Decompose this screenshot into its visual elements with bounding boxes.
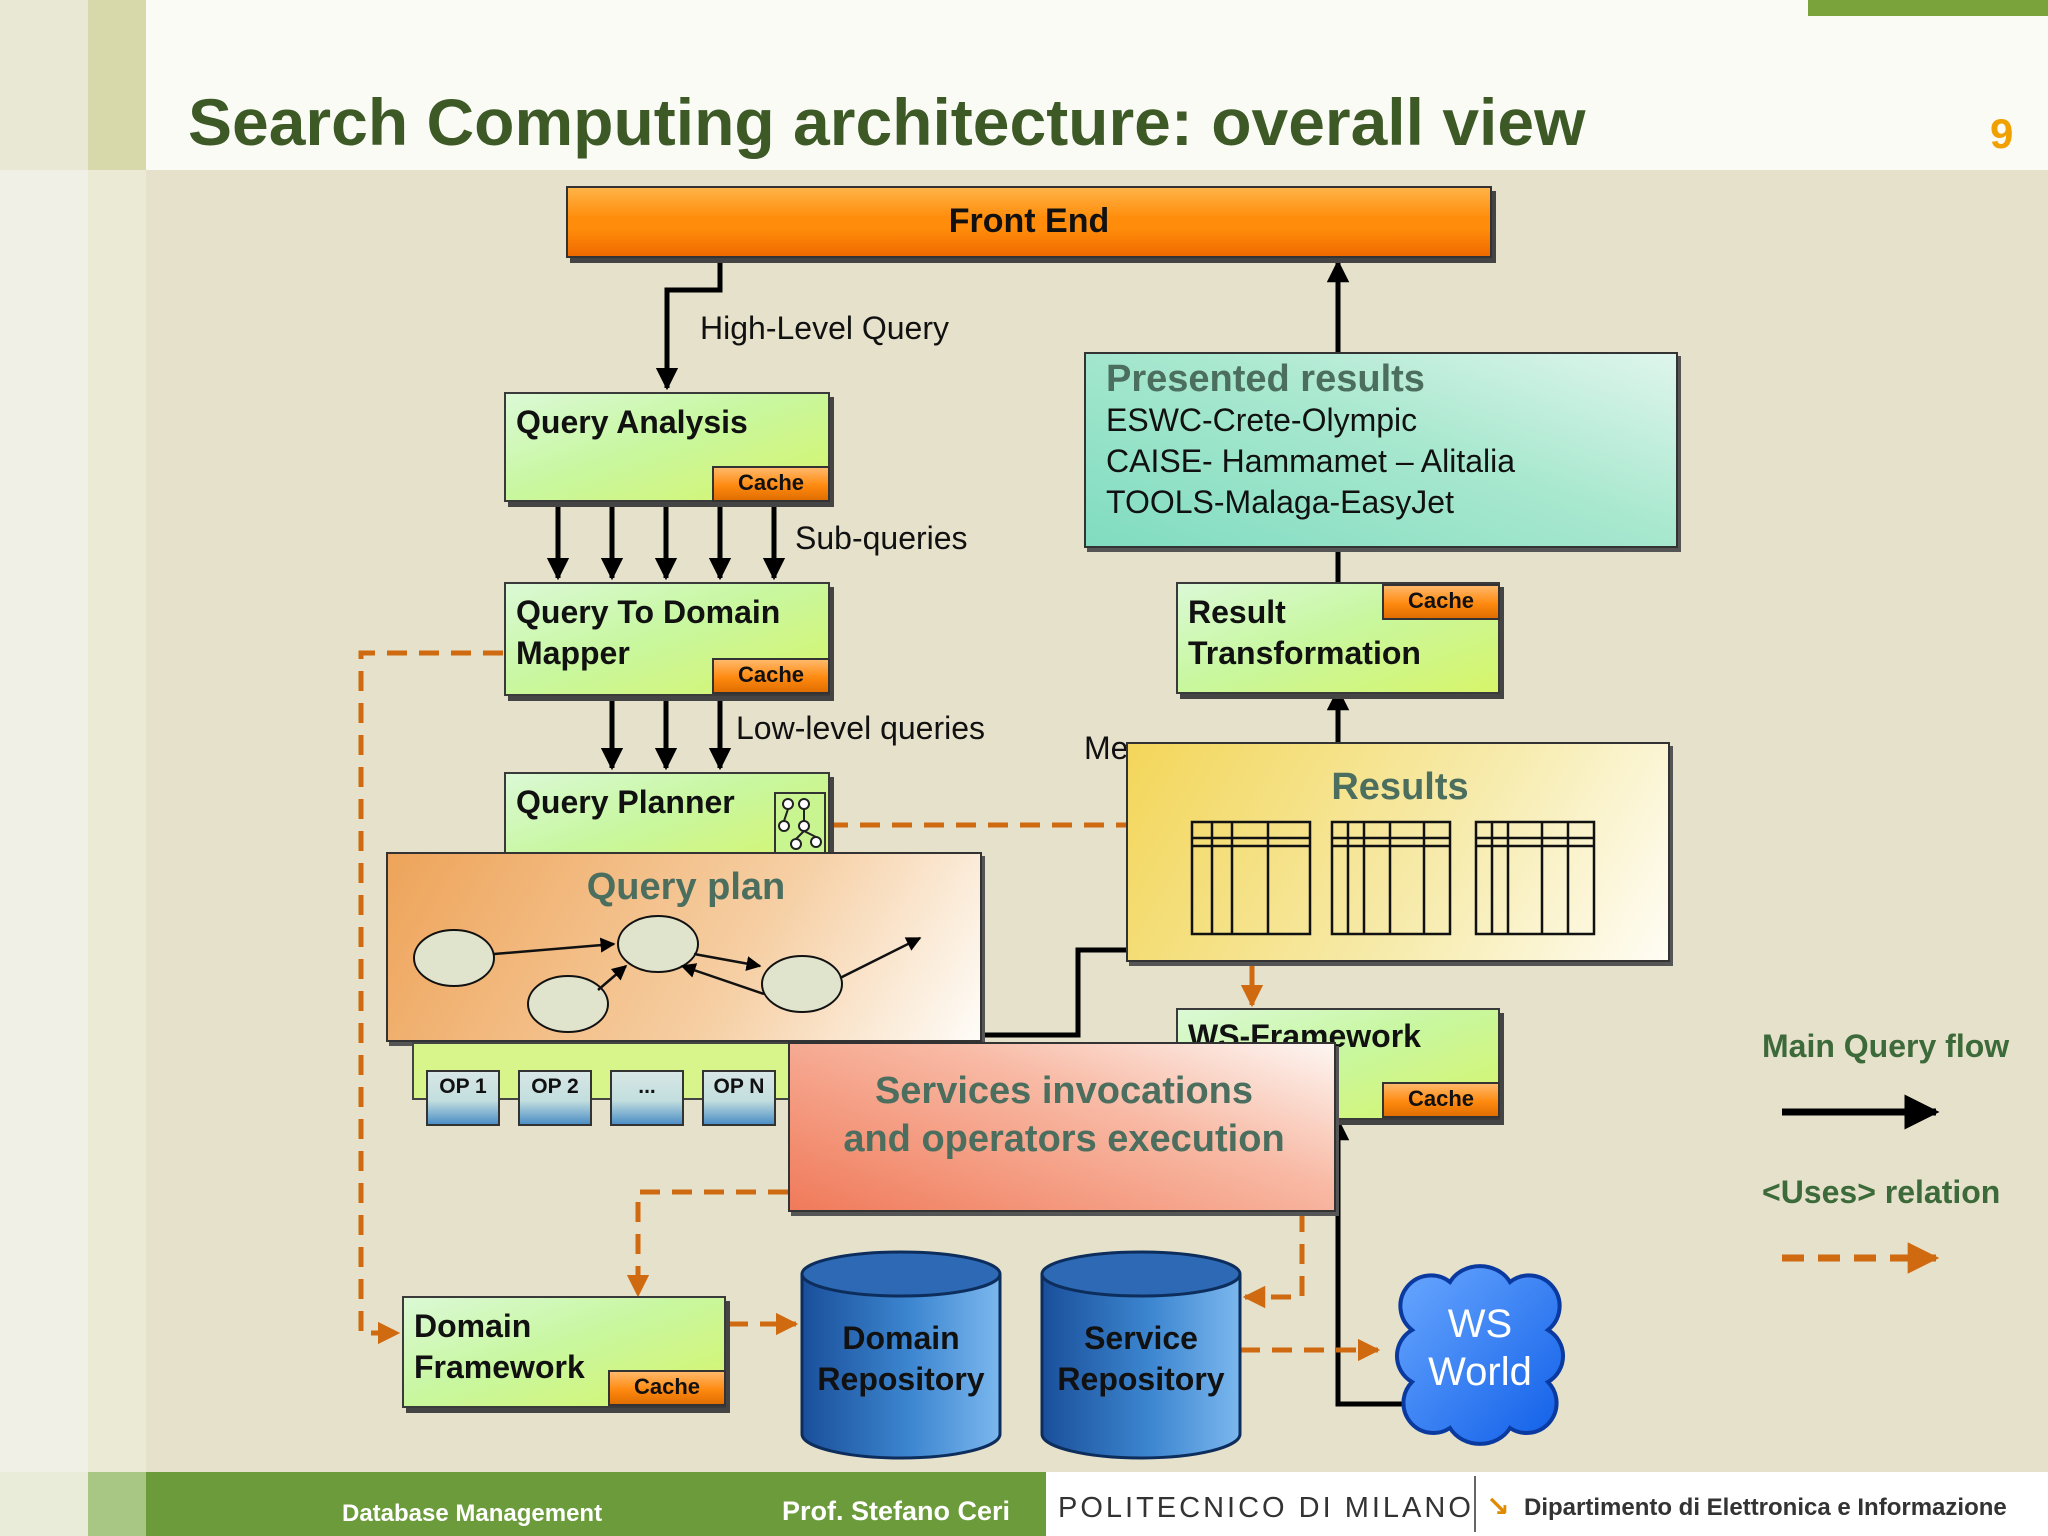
result-transformation-box: Result Transformation Cache [1176,582,1500,694]
ws-world-cloud [1394,1264,1566,1446]
result-transformation-label: Result Transformation [1188,592,1421,674]
planner-tree-icon [774,792,826,856]
ws-world-label: WS World [1380,1300,1580,1396]
footer-institution: POLITECNICO DI MILANO [1058,1492,1474,1524]
mapper-label-line2: Mapper [516,635,630,671]
high-level-query-label: High-Level Query [700,310,949,346]
query-plan-graph [413,915,922,1033]
domain-framework-box: Domain Framework Cache [402,1296,726,1408]
low-level-queries-label: Low-level queries [736,710,986,746]
content-background [0,170,2048,1472]
sub-queries-label: Sub-queries [795,520,968,556]
query-plan-title: Query plan [586,866,786,908]
front-end-box: Front End [566,186,1492,258]
result-transformation-line1: Result [1188,594,1286,630]
services-line1: Services invocations [874,1070,1254,1112]
mapper-label: Query To Domain Mapper [516,592,780,674]
legend-main-query-flow: Main Query flow [1762,1028,2010,1064]
results-tables [1190,820,1596,936]
services-line2: and operators execution [843,1118,1285,1160]
service-repository-label: Service Repository [1038,1318,1244,1400]
domain-framework-line1: Domain [414,1308,532,1344]
query-analysis-box: Query Analysis Cache [504,392,830,502]
presented-results-title: Presented results [1106,358,1425,400]
footer-course: Database Management [342,1500,603,1527]
domain-repository-line1: Domain [842,1320,960,1356]
services-invocation-note: Services invocations and operators execu… [788,1042,1336,1212]
domain-repository-line2: Repository [817,1361,985,1397]
top-right-green-bar [1808,0,2048,16]
ws-world-line2: World [1428,1350,1532,1394]
domain-repository-cylinder [800,1250,1002,1460]
left-stripe-lower-1 [0,170,88,1472]
query-plan-note: Query plan [386,852,982,1042]
front-end-label: Front End [948,202,1110,240]
left-stripe-lower-2 [88,170,146,1472]
footer-left-block-1 [0,1472,88,1536]
presented-results-note: Presented results ESWC-Crete-Olympic CAI… [1084,352,1678,548]
operator-opn: OP N [702,1070,776,1126]
merged-results-label: Me [1084,730,1129,766]
footer-left-block-2 [88,1472,146,1536]
domain-framework-label: Domain Framework [414,1306,585,1388]
footer-department: Dipartimento di Elettronica e Informazio… [1524,1494,2007,1521]
query-analysis-cache: Cache [712,466,830,502]
left-stripe-dark [88,0,146,170]
presented-result-1: ESWC-Crete-Olympic [1106,402,1418,438]
domain-framework-cache: Cache [608,1370,726,1406]
result-transformation-cache: Cache [1382,584,1500,620]
operator-op2: OP 2 [518,1070,592,1126]
service-repository-line2: Repository [1057,1361,1225,1397]
page-number: 9 [1990,110,2014,157]
footer-separator [1474,1476,1476,1532]
department-arrow-icon: ↘ [1486,1491,1510,1522]
presented-result-2: CAISE- Hammamet – Alitalia [1106,443,1516,479]
ws-framework-cache: Cache [1382,1082,1500,1118]
presented-result-3: TOOLS-Malaga-EasyJet [1106,484,1454,520]
left-stripe-light [0,0,88,170]
query-to-domain-mapper-box: Query To Domain Mapper Cache [504,582,830,696]
slide-title: Search Computing architecture: overall v… [188,85,1586,159]
operator-ellipsis: ... [610,1070,684,1126]
legend-uses-relation: <Uses> relation [1762,1174,2001,1210]
query-planner-label: Query Planner [516,784,735,820]
domain-framework-line2: Framework [414,1349,585,1385]
domain-repository-label: Domain Repository [798,1318,1004,1400]
results-note: Results [1126,742,1670,962]
mapper-label-line1: Query To Domain [516,594,781,630]
service-repository-cylinder [1040,1250,1242,1460]
operator-op1: OP 1 [426,1070,500,1126]
service-repository-line1: Service [1084,1320,1198,1356]
ws-world-line1: WS [1447,1302,1513,1346]
footer-logo-box [1046,1472,2048,1536]
query-analysis-label: Query Analysis [516,404,748,440]
mapper-cache: Cache [712,658,830,694]
results-title: Results [1331,766,1469,808]
result-transformation-line2: Transformation [1188,635,1421,671]
footer-author: Prof. Stefano Ceri [782,1496,1011,1526]
